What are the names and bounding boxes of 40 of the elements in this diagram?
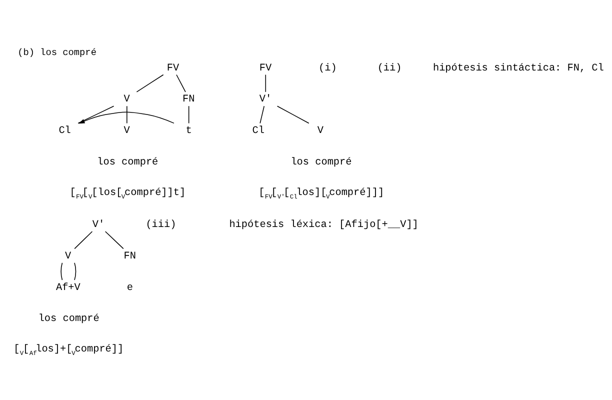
label: hipótesis léxica: [Afijo[+__V]] — [229, 220, 418, 231]
connector — [74, 262, 76, 280]
label: hipótesis sintáctica: FN, Cl — [432, 62, 604, 74]
label: los compré — [290, 156, 352, 168]
connector — [276, 105, 310, 124]
label: [$_{FV}$[$_{V'}$[$_{Cl}$los][$_{V}$compré]]] — [258, 187, 384, 200]
connector — [104, 230, 124, 249]
node-text: Cl — [58, 126, 71, 137]
connector — [188, 105, 190, 124]
label: e — [126, 282, 134, 294]
label: los compré — [97, 156, 158, 168]
node-text: t — [186, 126, 192, 137]
connector — [60, 262, 63, 280]
connector — [136, 74, 164, 92]
connector — [265, 74, 266, 92]
label: [$_{FV}$[$_{V}$[los[$_{V}$compré]]t] — [70, 187, 186, 200]
node-text: V — [124, 94, 130, 106]
diagram-title: (b) los compré — [18, 46, 96, 58]
node-text: V — [64, 250, 72, 262]
node-text: V' — [92, 220, 105, 231]
label: (ii) — [377, 62, 402, 74]
node-text: Af+V — [56, 282, 80, 294]
node-text: FV — [259, 62, 272, 74]
label: (iii) — [146, 220, 176, 231]
connector — [260, 105, 265, 124]
node-text: FN — [182, 94, 195, 106]
arrow — [78, 111, 174, 124]
node-text: FV — [166, 62, 180, 74]
node-text: V' — [259, 94, 272, 106]
connector — [74, 230, 93, 249]
connector — [176, 74, 186, 92]
connector — [78, 105, 114, 124]
node-text: V — [317, 126, 324, 137]
node-text: Cl — [252, 126, 265, 137]
node-text: FN — [124, 250, 136, 262]
label: (i) — [318, 62, 337, 74]
node-text: V — [124, 126, 130, 137]
label: [$_{V}$[$_{Af}$los]+[$_{V}$compré]] — [14, 344, 124, 357]
connector — [126, 105, 128, 124]
label: los compré — [38, 314, 100, 325]
